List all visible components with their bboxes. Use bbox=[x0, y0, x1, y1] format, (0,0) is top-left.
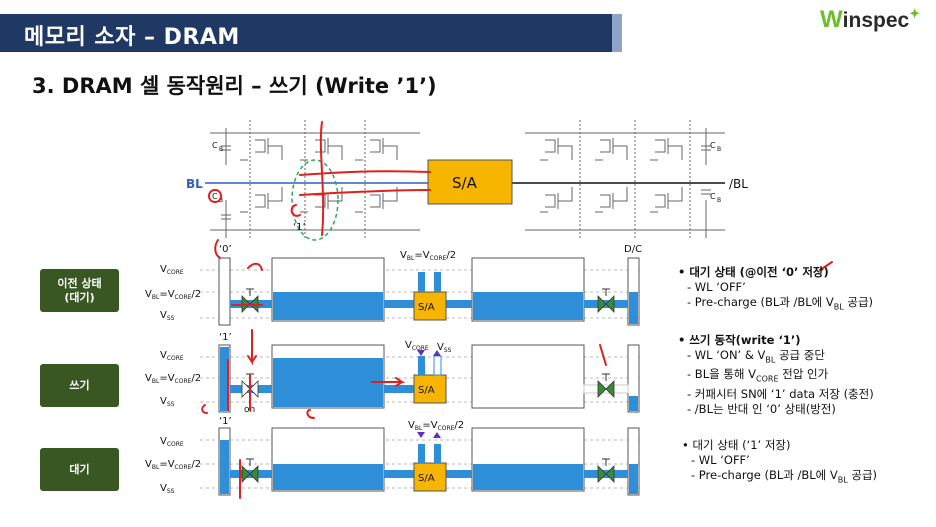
svg-text:B: B bbox=[219, 197, 223, 204]
svg-text:VCORE: VCORE bbox=[160, 350, 184, 362]
notes-standby-prev: • 대기 상태 (@이전 ‘0’ 저장) - WL ‘OFF’ - Pre-ch… bbox=[678, 265, 874, 312]
svg-text:C: C bbox=[212, 192, 218, 201]
selected-cell-value: ‘1’ bbox=[293, 222, 306, 233]
logo-star-icon: ✦ bbox=[909, 6, 921, 21]
row-standby-after: S/A ‘1’ bbox=[200, 416, 640, 496]
svg-text:VBL=VCORE/2: VBL=VCORE/2 bbox=[145, 459, 201, 471]
handwritten-annotations bbox=[201, 121, 833, 499]
sense-amp-top bbox=[427, 159, 513, 205]
svg-text:VBL=VCORE/2: VBL=VCORE/2 bbox=[145, 289, 201, 301]
phase-standby-prev: 이전 상태 (대기) bbox=[40, 269, 119, 312]
slide-section-title: 메모리 소자 – DRAM bbox=[24, 25, 240, 50]
logo-text: inspec bbox=[842, 9, 910, 32]
svg-text:VSS: VSS bbox=[160, 310, 175, 322]
svg-text:VCORE: VCORE bbox=[160, 264, 184, 276]
cell-value-row1: ‘0’ bbox=[219, 244, 232, 255]
cell-value-row2: ‘1’ bbox=[219, 332, 232, 343]
bl-label: BL bbox=[186, 177, 203, 191]
phase-write: 쓰기 bbox=[40, 364, 119, 407]
notes-write: • 쓰기 동작(write ‘1’) - WL ‘ON’ & VBL 공급 중단… bbox=[678, 333, 874, 416]
svg-text:VSS: VSS bbox=[160, 483, 175, 495]
svg-text:C: C bbox=[710, 192, 716, 201]
svg-text:VBL=VCORE/2: VBL=VCORE/2 bbox=[408, 420, 464, 432]
sense-amp-row2-label: S/A bbox=[418, 385, 435, 396]
svg-text:VSS: VSS bbox=[160, 396, 175, 408]
sense-amp-row3-label: S/A bbox=[418, 473, 435, 484]
row-write: S/A ‘1’ on bbox=[200, 332, 640, 415]
cell-array-left bbox=[210, 120, 420, 238]
cell-array-right bbox=[525, 120, 725, 238]
sense-amp-top-label: S/A bbox=[452, 174, 478, 192]
svg-text:VCORE: VCORE bbox=[160, 436, 184, 448]
svg-text:C: C bbox=[212, 141, 218, 150]
sense-amp-row1-label: S/A bbox=[418, 302, 435, 313]
svg-text:VBL=VCORE/2: VBL=VCORE/2 bbox=[145, 373, 201, 385]
level-labels: VCORE VBL=VCORE/2 VSS VCORE VBL=VCORE/2 … bbox=[145, 264, 201, 495]
logo-w: W bbox=[820, 6, 843, 33]
svg-text:VCORE: VCORE bbox=[405, 340, 429, 352]
svg-text:B: B bbox=[717, 197, 721, 204]
phase-standby-after: 대기 bbox=[40, 448, 119, 491]
svg-text:B: B bbox=[717, 146, 721, 153]
row-standby-prev: S/A ‘0’ D/C bbox=[200, 244, 642, 326]
selected-cell-circle bbox=[291, 159, 339, 241]
blb-label: /BL bbox=[729, 177, 748, 191]
title-bar: 메모리 소자 – DRAM bbox=[0, 14, 622, 52]
notes-standby-after: • 대기 상태 (‘1’ 저장) - WL ‘OFF’ - Pre-charge… bbox=[682, 438, 878, 485]
page-title: 3. DRAM 셀 동작원리 – 쓰기 (Write ’1’) bbox=[32, 74, 437, 98]
svg-text:VSS: VSS bbox=[437, 342, 452, 354]
svg-text:B: B bbox=[219, 146, 223, 153]
svg-text:VBL=VCORE/2: VBL=VCORE/2 bbox=[400, 250, 456, 262]
cell-value-row3: ‘1’ bbox=[219, 416, 232, 427]
company-logo: Winspec✦ bbox=[820, 6, 920, 34]
dc-label: D/C bbox=[624, 244, 642, 255]
svg-text:C: C bbox=[710, 141, 716, 150]
